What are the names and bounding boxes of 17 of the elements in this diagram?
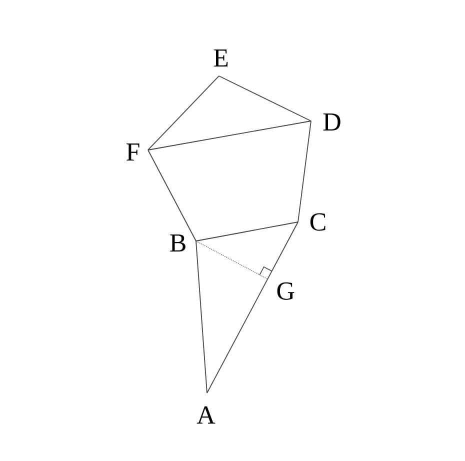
vertex-label: G	[277, 282, 294, 300]
line-segment	[148, 76, 220, 150]
vertex-label: D	[323, 113, 340, 131]
line-segment	[206, 278, 268, 394]
vertex-label: F	[126, 143, 140, 160]
vertex-label: C	[310, 213, 326, 231]
line-segment	[298, 120, 312, 222]
vertex-label: B	[170, 234, 186, 252]
line-segment	[148, 120, 312, 150]
line-segment	[218, 76, 312, 122]
line-segment	[196, 222, 298, 242]
line-segment	[267, 222, 298, 280]
vertex-label: A	[196, 406, 216, 424]
line-segment	[148, 150, 196, 242]
dotted-line	[196, 240, 268, 280]
line-segment	[196, 240, 208, 394]
vertex-label: E	[214, 49, 228, 66]
